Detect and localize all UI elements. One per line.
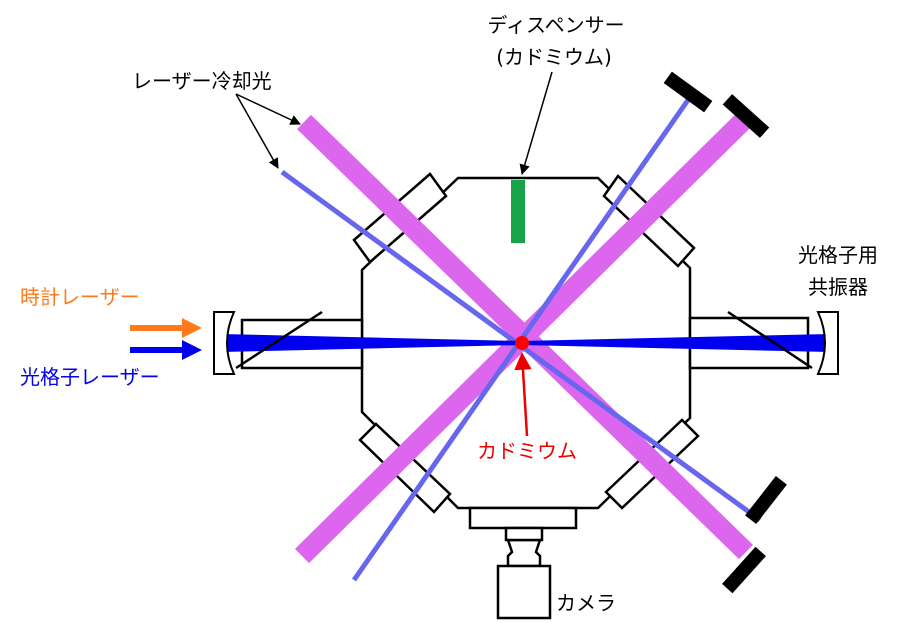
lattice-laser-arrow-head xyxy=(182,340,202,360)
clock-laser-arrow-head xyxy=(182,318,202,338)
camera-assembly xyxy=(468,506,578,620)
cadmium-atoms xyxy=(515,336,529,350)
cavity-mirror-right xyxy=(816,311,839,375)
label-cadmium: カドミウム xyxy=(477,439,577,463)
label-clock-laser: 時計レーザー xyxy=(20,285,140,309)
pointer-dispenser xyxy=(519,71,553,176)
annotation-pointers xyxy=(235,71,553,437)
dispenser xyxy=(511,180,525,243)
pointer-cooling-to-thin xyxy=(235,93,279,169)
angled-mirrors xyxy=(235,310,813,370)
mirror-left-angled xyxy=(235,310,323,370)
retro-mirror-top-left xyxy=(663,71,713,113)
lattice-beam xyxy=(220,334,830,352)
label-camera: カメラ xyxy=(556,591,616,615)
cavity-mirrors xyxy=(213,311,839,375)
camera-mount xyxy=(504,526,544,542)
retro-mirror-bottom-right-a xyxy=(745,475,787,525)
label-cooling-laser: レーザー冷却光 xyxy=(132,69,272,93)
camera-port xyxy=(468,506,578,530)
cavity-mirror-left xyxy=(213,311,236,375)
retro-mirror-bottom-right-b xyxy=(722,546,766,594)
label-dispenser-line1: ディスペンサー xyxy=(487,13,624,37)
label-dispenser-line2: (カドミウム) xyxy=(496,45,612,69)
pointer-cadmium xyxy=(514,352,532,437)
input-arrows xyxy=(130,318,202,360)
label-cavity-line1: 光格子用 xyxy=(798,243,878,267)
retro-mirror-top-right xyxy=(722,94,770,138)
lattice-beam-right xyxy=(522,334,830,352)
mirror-right-angled xyxy=(727,310,813,370)
camera-lens xyxy=(506,538,542,568)
pointer-cooling-to-thick xyxy=(235,93,301,125)
camera-body xyxy=(496,564,552,620)
label-cavity-line2: 共振器 xyxy=(808,275,868,299)
retro-mirrors xyxy=(663,71,787,594)
label-lattice-laser: 光格子レーザー xyxy=(20,365,160,389)
lattice-beam-left xyxy=(220,334,522,352)
